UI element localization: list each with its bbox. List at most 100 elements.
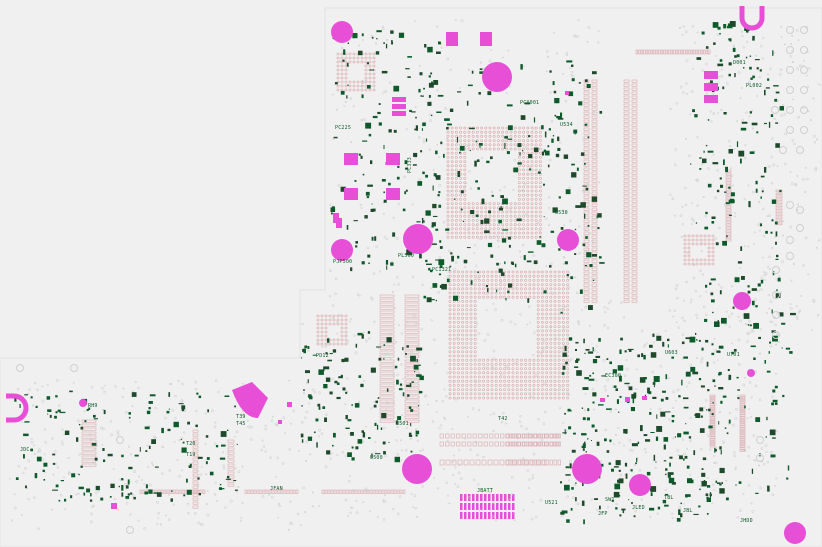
mounting-hole-1: [482, 62, 512, 92]
board-ring-13: [779, 146, 787, 154]
silk-label-u521: U521: [545, 500, 558, 506]
board-ring-20: [772, 311, 780, 319]
inductor-pad-11: [704, 95, 718, 103]
small-pad-0: [287, 402, 292, 407]
silk-label-t42: T42: [498, 416, 508, 422]
cpu-bga-footprint: [446, 126, 542, 239]
silk-label-pc333: PC333: [407, 156, 414, 174]
top-connector-pins: [635, 49, 711, 55]
pch-bga-footprint: [448, 270, 570, 400]
lan-chip-footprint: [316, 314, 348, 346]
left-io-connector-pins: [81, 419, 97, 467]
mounting-hole-10: [79, 399, 87, 407]
audio-chip-footprint: [683, 234, 715, 266]
right-edge-connector-pins-2: [739, 394, 746, 452]
bottom-connector-pins: [321, 489, 406, 494]
silk-label-pl002: PL002: [746, 83, 763, 89]
board-ring-16: [796, 206, 804, 214]
silk-label-tbl: TBL: [664, 495, 674, 501]
silk-label-u603: U603: [665, 350, 678, 356]
horseshoe-pad-top: [739, 6, 765, 31]
silk-label-jbl: JBL: [683, 508, 693, 514]
inductor-pad-8: [392, 111, 406, 116]
small-pad-3: [600, 398, 605, 402]
board-ring-19: [772, 291, 780, 299]
inductor-pad-3: [386, 188, 400, 200]
board-ring-29: [126, 526, 134, 534]
mounting-hole-4: [331, 239, 353, 261]
board-ring-24: [16, 364, 24, 372]
inductor-pad-2: [344, 188, 358, 200]
board-ring-28: [756, 454, 764, 462]
mounting-hole-6: [402, 454, 432, 484]
hdd-connector-row-1: [505, 433, 561, 439]
silk-label-u530: U530: [555, 210, 568, 216]
dimm-slot-a-pins-2: [591, 79, 598, 303]
board-ring-0: [786, 26, 794, 34]
small-pad-5: [565, 91, 569, 95]
board-ring-2: [786, 46, 794, 54]
silk-label-pc225: PC225: [335, 125, 352, 131]
board-ring-22: [786, 236, 794, 244]
silk-label-jhdd: JHDD: [740, 518, 753, 524]
board-ring-1: [800, 26, 808, 34]
silk-label-jled: JLED: [632, 505, 645, 511]
teardrop-pad: [232, 382, 268, 418]
mounting-hole-0: [331, 21, 353, 43]
silk-label-pc1321: PC1321: [432, 267, 452, 273]
hdd-connector-row-2: [505, 441, 561, 447]
board-ring-25: [70, 364, 78, 372]
small-pad-1: [111, 503, 117, 509]
inductor-pad-0: [344, 153, 358, 165]
board-ring-15: [786, 201, 794, 209]
inductor-pad-4: [446, 32, 458, 46]
silk-label-jfan: JFAN: [270, 486, 283, 492]
board-ring-26: [116, 436, 124, 444]
sata-connector-row-1: [439, 433, 560, 439]
mounting-hole-2: [403, 224, 433, 254]
silk-label-pjp500: PJP500: [333, 259, 353, 265]
misc-connector-row-2: [505, 459, 561, 466]
board-ring-10: [800, 106, 808, 114]
silk-label-sw1: SW1: [605, 497, 615, 503]
memory-slot-c-pins: [379, 294, 395, 358]
board-ring-4: [786, 66, 794, 74]
silk-label-t39: T39: [236, 414, 246, 420]
board-ring-17: [796, 224, 804, 232]
silk-label-ec300: EC300: [605, 373, 622, 379]
sata-connector-row-2: [439, 441, 560, 447]
mounting-hole-3: [557, 229, 579, 251]
mounting-hole-11: [747, 369, 755, 377]
silk-label-u501: U501: [396, 421, 409, 427]
dimm-slot-b-pins: [623, 79, 630, 303]
board-ring-6: [786, 86, 794, 94]
silk-label-u701: U701: [727, 352, 740, 358]
mounting-hole-7: [572, 454, 602, 484]
silk-label-pl500: PL500: [398, 253, 415, 259]
board-ring-14: [796, 146, 804, 154]
silk-label-pd12: PD12: [316, 353, 329, 359]
silk-label-t20: T20: [186, 441, 196, 447]
silk-label-d001: D001: [733, 60, 746, 66]
inductor-pad-9: [704, 71, 718, 79]
board-ring-9: [786, 106, 794, 114]
jfan-connector-pins: [244, 489, 299, 494]
inductor-pad-6: [392, 97, 406, 102]
silk-label-t19: T19: [186, 452, 196, 458]
board-ring-27: [756, 436, 764, 444]
board-ring-5: [800, 66, 808, 74]
board-ring-18: [772, 266, 780, 274]
dimm-slot-a-pins: [583, 79, 590, 303]
board-ring-21: [772, 331, 780, 339]
horseshoe-pad-left: [6, 393, 29, 423]
inductor-pad-10: [704, 83, 718, 91]
small-pad-4: [642, 396, 647, 400]
small-pad-2: [625, 397, 630, 402]
board-outline: [0, 7, 822, 547]
inductor-pad-1: [386, 153, 400, 165]
mounting-hole-8: [629, 474, 651, 496]
left-io-connector-pins-2: [227, 439, 235, 487]
usb-connector-pins: [775, 189, 783, 226]
board-ring-3: [800, 46, 808, 54]
